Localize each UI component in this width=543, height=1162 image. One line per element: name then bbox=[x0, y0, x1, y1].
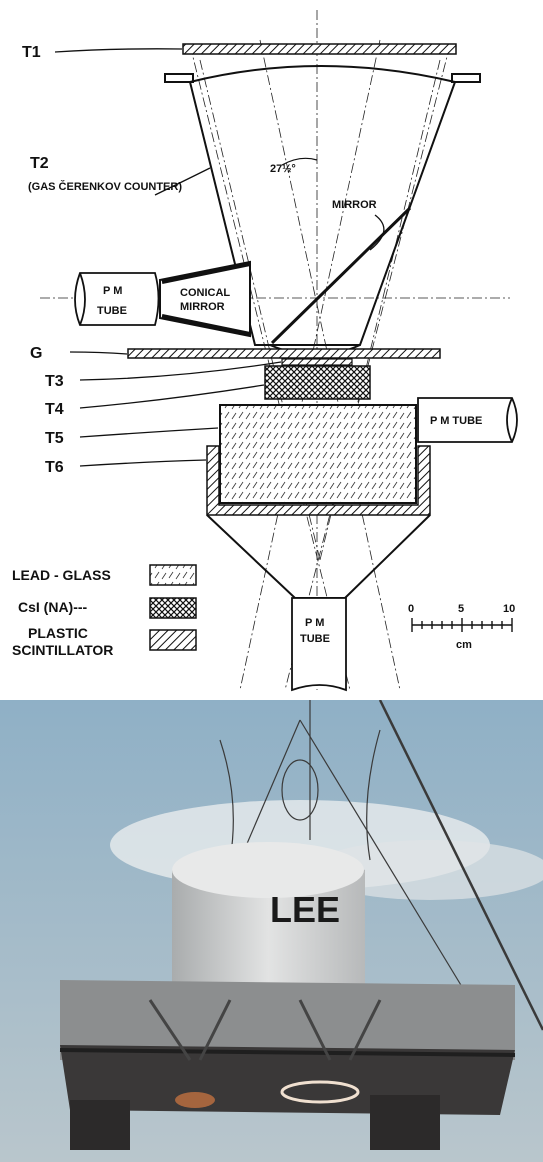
conical-mirror bbox=[159, 260, 251, 338]
detector-diagram: T1 T2 (GAS ČERENKOV COUNTER) 27½° MIRROR… bbox=[12, 10, 518, 692]
legend-plastic-swatch bbox=[149, 629, 197, 651]
scale-tick-0: 0 bbox=[408, 603, 414, 615]
label-conical-mirror-2: MIRROR bbox=[180, 301, 225, 313]
t5-lead-glass bbox=[219, 404, 417, 504]
t4-csi bbox=[264, 365, 371, 400]
legend-csi-label: CsI (NA)--- bbox=[18, 599, 88, 615]
legend-csi-swatch bbox=[149, 597, 197, 619]
label-pm-tube-right: P M TUBE bbox=[430, 415, 482, 427]
label-pm-tube-bottom-1: P M bbox=[305, 617, 324, 629]
scale-bar bbox=[411, 618, 513, 632]
label-t5: T5 bbox=[45, 430, 64, 447]
g-scintillator bbox=[127, 348, 441, 359]
leader-lines bbox=[54, 48, 385, 467]
label-pm-tube-left-2: TUBE bbox=[97, 305, 127, 317]
pm-tube-right bbox=[417, 397, 518, 443]
label-t4: T4 bbox=[45, 401, 64, 418]
legend-lead-glass-label: LEAD - GLASS bbox=[12, 567, 111, 583]
pm-tube-bottom bbox=[291, 597, 347, 692]
label-t2: T2 bbox=[30, 155, 49, 172]
gondola-frame bbox=[59, 980, 516, 1150]
flat-mirror bbox=[270, 206, 412, 345]
label-t3: T3 bbox=[45, 373, 64, 390]
legend-plastic-label-2: SCINTILLATOR bbox=[12, 642, 113, 658]
t3-scintillator bbox=[281, 358, 353, 366]
angle-arc bbox=[281, 157, 318, 166]
label-t1: T1 bbox=[22, 44, 41, 61]
legend-lead-glass-swatch bbox=[149, 564, 197, 586]
label-t2-subtitle: (GAS ČERENKOV COUNTER) bbox=[28, 180, 182, 193]
bottom-funnel bbox=[206, 514, 431, 599]
pm-tube-left bbox=[74, 272, 160, 326]
label-t6: T6 bbox=[45, 459, 64, 476]
label-pm-tube-bottom-2: TUBE bbox=[300, 633, 330, 645]
scale-unit: cm bbox=[456, 639, 472, 651]
label-mirror: MIRROR bbox=[332, 199, 377, 211]
legend: LEAD - GLASS CsI (NA)--- PLASTIC SCINTIL… bbox=[12, 564, 197, 658]
scale-tick-10: 10 bbox=[503, 603, 515, 615]
label-conical-mirror-1: CONICAL bbox=[180, 287, 230, 299]
legend-plastic-label-1: PLASTIC bbox=[28, 625, 88, 641]
label-angle: 27½° bbox=[270, 163, 296, 175]
t1-scintillator bbox=[182, 43, 457, 55]
scale-tick-5: 5 bbox=[458, 603, 464, 615]
label-pm-tube-left-1: P M bbox=[103, 285, 122, 297]
label-g: G bbox=[30, 345, 42, 362]
payload-photo: LEE bbox=[0, 700, 543, 1162]
canister-lettering: LEE bbox=[270, 889, 340, 930]
